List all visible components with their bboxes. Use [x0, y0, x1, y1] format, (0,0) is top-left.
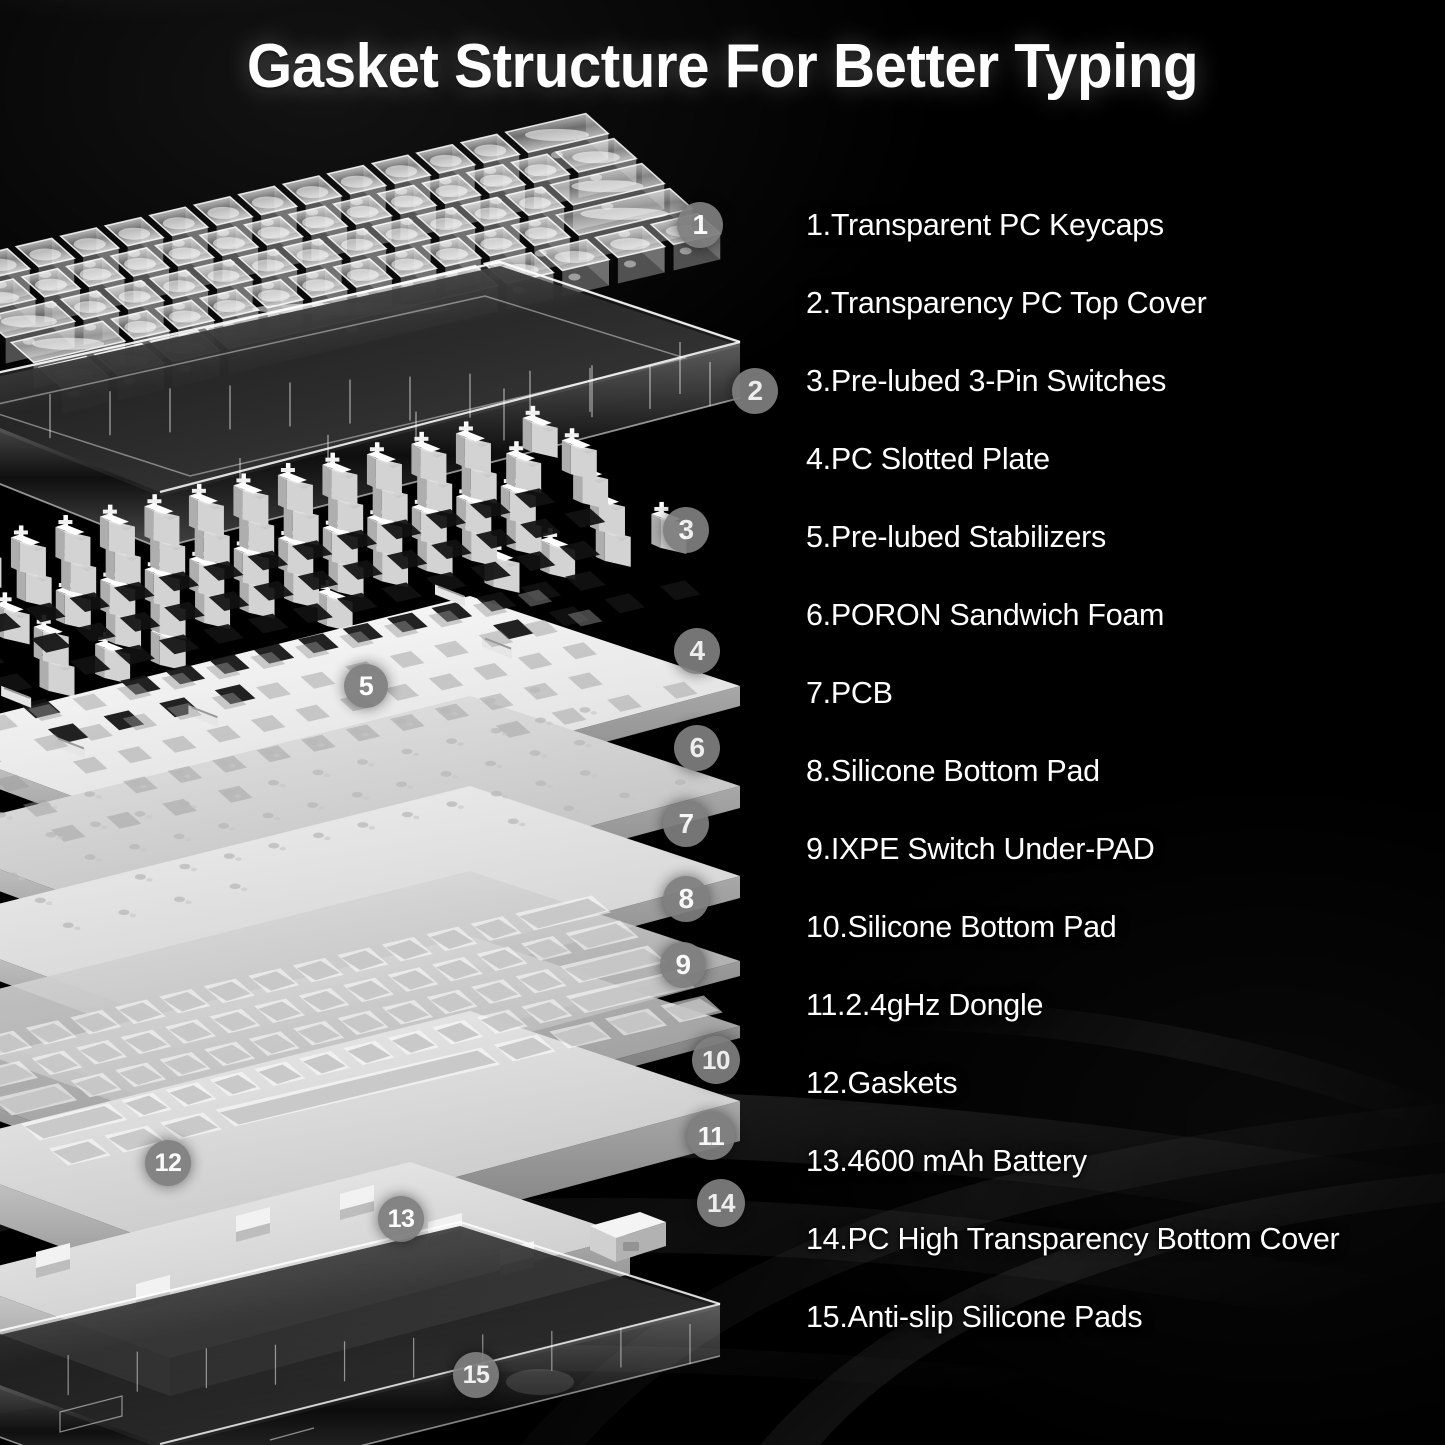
callout-badge-2: 2 — [732, 368, 778, 414]
legend-item: 4.PC Slotted Plate — [806, 420, 1426, 498]
legend-item-text: 8.Silicone Bottom Pad — [806, 753, 1100, 788]
legend-item-text: 6.PORON Sandwich Foam — [806, 597, 1165, 632]
callout-badge-10: 10 — [692, 1036, 740, 1084]
legend-item: 5.Pre-lubed Stabilizers — [806, 498, 1426, 576]
legend-item: 13.4600 mAh Battery — [806, 1122, 1426, 1200]
legend-item-text: 4.PC Slotted Plate — [806, 441, 1050, 476]
legend-item: 6.PORON Sandwich Foam — [806, 576, 1426, 654]
legend-item: 8.Silicone Bottom Pad — [806, 732, 1426, 810]
callout-badge-8: 8 — [663, 876, 709, 922]
legend-item: 15.Anti-slip Silicone Pads — [806, 1278, 1426, 1356]
legend-item-text: 14.PC High Transparency Bottom Cover — [806, 1221, 1340, 1256]
legend-item-text: 1.Transparent PC Keycaps — [806, 207, 1164, 242]
legend-item: 12.Gaskets — [806, 1044, 1426, 1122]
legend-item: 2.Transparency PC Top Cover — [806, 264, 1426, 342]
legend-item: 9.IXPE Switch Under-PAD — [806, 810, 1426, 888]
callout-badge-3: 3 — [663, 507, 709, 553]
callout-badge-14: 14 — [697, 1179, 745, 1227]
legend-list: 1.Transparent PC Keycaps 2.Transparency … — [806, 186, 1426, 1356]
callout-badge-5: 5 — [344, 664, 388, 708]
callout-badge-11: 11 — [687, 1112, 735, 1160]
legend-item-text: 12.Gaskets — [806, 1065, 958, 1100]
legend-item-text: 10.Silicone Bottom Pad — [806, 909, 1117, 944]
legend-item-text: 11.2.4gHz Dongle — [806, 987, 1044, 1022]
legend-item: 1.Transparent PC Keycaps — [806, 186, 1426, 264]
legend-item: 3.Pre-lubed 3-Pin Switches — [806, 342, 1426, 420]
legend-item-text: 7.PCB — [806, 675, 893, 710]
callout-badge-13: 13 — [378, 1196, 424, 1242]
callout-badge-4: 4 — [674, 628, 720, 674]
legend-item-text: 13.4600 mAh Battery — [806, 1143, 1087, 1178]
callout-badge-6: 6 — [674, 725, 720, 771]
legend-item-text: 2.Transparency PC Top Cover — [806, 285, 1207, 320]
legend-item: 14.PC High Transparency Bottom Cover — [806, 1200, 1426, 1278]
page-title: Gasket Structure For Better Typing — [246, 32, 1199, 101]
callout-badge-1: 1 — [677, 202, 723, 248]
legend-item: 7.PCB — [806, 654, 1426, 732]
legend-item-text: 15.Anti-slip Silicone Pads — [806, 1299, 1143, 1334]
legend-item: 10.Silicone Bottom Pad — [806, 888, 1426, 966]
callout-badge-15: 15 — [453, 1352, 499, 1398]
callout-badge-7: 7 — [663, 801, 709, 847]
callout-badge-9: 9 — [660, 942, 706, 988]
legend-item-text: 9.IXPE Switch Under-PAD — [806, 831, 1155, 866]
layer-dongle — [590, 1212, 666, 1262]
callout-badge-12: 12 — [145, 1140, 191, 1186]
legend-item: 11.2.4gHz Dongle — [806, 966, 1426, 1044]
legend-item-text: 5.Pre-lubed Stabilizers — [806, 519, 1106, 554]
legend-item-text: 3.Pre-lubed 3-Pin Switches — [806, 363, 1167, 398]
